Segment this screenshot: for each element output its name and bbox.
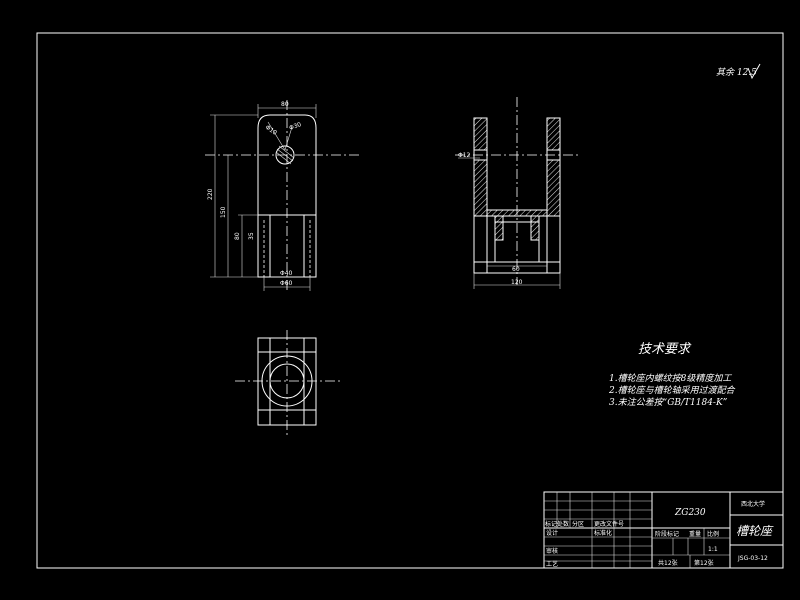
surface-roughness-note: 其余 12.5	[716, 63, 761, 80]
dim-lower-height: 80	[234, 232, 241, 240]
requirement-item: 2.槽轮座与槽轮轴采用过渡配合	[608, 385, 736, 396]
requirements-title: 技术要求	[638, 342, 692, 357]
dim-hole-b: Φ30	[288, 121, 302, 132]
tb-scale: 1:1	[708, 546, 718, 553]
tb-zone: 分区	[572, 520, 584, 528]
tb-part-name: 槽轮座	[736, 524, 774, 538]
dim-upper-height: 150	[220, 206, 227, 218]
tb-stage: 阶段标记	[655, 530, 679, 538]
dim-bore-outer: Φ60	[280, 280, 293, 287]
tb-drawing-no: JSG-03-12	[737, 555, 768, 562]
tb-mark: 标记处数	[545, 520, 569, 528]
side-section-view	[455, 97, 578, 289]
drawing-border	[36, 32, 784, 569]
dim-slot-height: 35	[248, 232, 255, 240]
dim-bore-inner: Φ40	[280, 270, 293, 277]
technical-requirements: 技术要求 1.槽轮座内螺纹按8级精度加工 2.槽轮座与槽轮轴采用过渡配合 3.未…	[608, 342, 736, 408]
tb-ratio: 比例	[707, 530, 719, 538]
tb-change-doc: 更改文件号	[594, 520, 624, 528]
dim-overall-height: 220	[207, 188, 214, 200]
title-block	[543, 491, 784, 569]
tb-design: 设计	[546, 529, 558, 537]
dim-width: 80	[281, 101, 289, 108]
requirement-item: 1.槽轮座内螺纹按8级精度加工	[609, 373, 732, 384]
svg-text:其余 12.5: 其余 12.5	[716, 67, 757, 78]
dim-side-width: 120	[511, 279, 523, 286]
top-view	[235, 330, 342, 437]
requirement-item: 3.未注公差按“GB/T1184-K”	[609, 397, 728, 408]
front-view	[205, 100, 362, 291]
tb-process: 工艺	[546, 560, 558, 568]
dim-side-hole: Φ12	[458, 152, 471, 159]
title-block-text: 标记处数 分区 更改文件号 设计 标准化 审核 工艺 ZG230 阶段标记 重量…	[545, 500, 774, 568]
tb-material: ZG230	[674, 508, 706, 518]
tb-review: 审核	[546, 547, 558, 555]
tb-weight: 重量	[689, 530, 701, 538]
side-view-dimensions: 60 120 Φ12	[458, 152, 523, 286]
tb-sheet-no: 第12张	[694, 559, 714, 567]
tb-school: 西北大学	[741, 500, 765, 508]
tb-sheets: 共12张	[658, 559, 678, 567]
dim-side-bore: 60	[512, 266, 520, 273]
front-view-dimensions: 80 Φ10 Φ30 220 150 80 35 Φ40 Φ60	[207, 101, 302, 287]
tb-std: 标准化	[594, 529, 612, 537]
